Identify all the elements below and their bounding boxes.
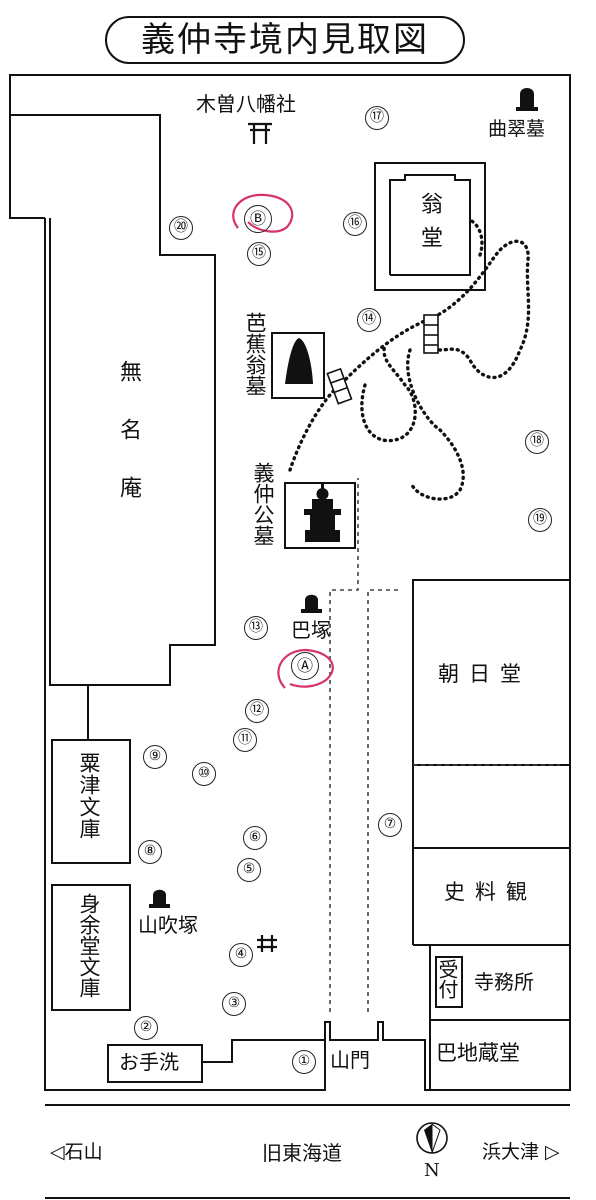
- awazu-bunko-label: 粟津文庫: [77, 752, 101, 840]
- highlight-a: [277, 648, 334, 689]
- marker-3: ③: [222, 992, 246, 1016]
- mumeian-outline: [10, 114, 216, 686]
- marker-16: ⑯: [343, 212, 367, 236]
- bridge-1: [423, 314, 439, 354]
- kyokusui-haka-label: 曲翠墓: [488, 118, 546, 140]
- marker-12: ⑫: [245, 699, 269, 723]
- highlight-b: [232, 193, 294, 233]
- marker-20: ⑳: [169, 216, 193, 240]
- marker-a: Ⓐ: [291, 652, 319, 680]
- marker-7: ⑦: [378, 813, 402, 837]
- marker-6: ⑥: [243, 826, 267, 850]
- marker-10: ⑩: [192, 762, 216, 786]
- garden-path-2: [360, 343, 417, 443]
- yamabukizuka-icon: [149, 889, 170, 908]
- yoshinaka-haka-label: 義仲公墓: [251, 462, 275, 546]
- shinyodo-bunko-outline: [51, 884, 131, 1011]
- well-icon: [257, 935, 277, 952]
- shinyodo-bunko-label: 身余堂文庫: [77, 893, 101, 998]
- map-title: 義仲寺境内見取図: [105, 16, 465, 64]
- marker-2: ②: [134, 1016, 158, 1040]
- uketsuke-label: 受付: [435, 959, 459, 999]
- garden-path-3: [406, 348, 465, 501]
- central-path-right: [367, 589, 400, 1012]
- basho-grave-icon: [285, 338, 313, 384]
- yamabukizuka-label: 山吹塚: [138, 913, 198, 937]
- shiryokan-label: 史料観: [444, 880, 537, 904]
- kiso-hachimansha-label: 木曽八幡社: [196, 92, 296, 116]
- basho-grave-frame: [271, 332, 325, 399]
- kyokusui-grave-icon: [516, 88, 538, 111]
- asahido-outline: [412, 579, 570, 722]
- precinct-boundary-left: [9, 110, 45, 219]
- basho-haka-label: 芭蕉翁墓: [243, 312, 267, 396]
- tomoezuka-icon: [301, 594, 322, 613]
- jimusho-label: 寺務所: [474, 970, 534, 994]
- compass-icon: [416, 1122, 448, 1154]
- marker-4: ④: [229, 943, 253, 967]
- otearai-outline: [107, 1044, 203, 1083]
- tomoezuka-label: 巴塚: [291, 618, 331, 642]
- garden-path-4: [468, 218, 484, 257]
- otearai-label: お手洗: [119, 1050, 179, 1074]
- marker-5: ⑤: [237, 858, 261, 882]
- marker-13: ⑬: [244, 616, 268, 640]
- okinado-inner: [389, 174, 471, 276]
- precinct-boundary: [9, 74, 571, 1091]
- uketsuke-box: [435, 956, 463, 1008]
- marker-17: ⑰: [365, 106, 389, 130]
- road-name-label: 旧東海道: [262, 1141, 342, 1165]
- yoshinaka-pagoda-icon: [304, 484, 341, 542]
- okinado-label: 翁堂: [417, 192, 442, 260]
- marker-14: ⑭: [357, 308, 381, 332]
- awazu-bunko-outline: [51, 739, 131, 864]
- tomoe-jizodo-label: 巴地蔵堂: [436, 1041, 520, 1065]
- okinado-outer: [374, 162, 486, 291]
- yoshinaka-grave-frame: [284, 482, 356, 549]
- road-west-label: ◁石山: [50, 1141, 103, 1163]
- marker-19: ⑲: [528, 508, 552, 532]
- marker-18: ⑱: [525, 430, 549, 454]
- marker-15: ⑮: [247, 242, 271, 266]
- marker-b: Ⓑ: [244, 205, 272, 233]
- sanmon-label: 山門: [330, 1048, 370, 1072]
- marker-11: ⑪: [233, 728, 257, 752]
- marker-1: ①: [292, 1050, 316, 1074]
- road-east-label: 浜大津 ▷: [482, 1141, 560, 1163]
- torii-icon: [248, 122, 272, 144]
- bridge-2: [326, 367, 353, 405]
- central-path: [329, 478, 359, 1012]
- mumeian-label: 無名庵: [116, 360, 141, 534]
- marker-9: ⑨: [143, 745, 167, 769]
- marker-8: ⑧: [138, 840, 162, 864]
- asahido-label: 朝日堂: [438, 662, 531, 686]
- compass-north-label: N: [424, 1160, 440, 1181]
